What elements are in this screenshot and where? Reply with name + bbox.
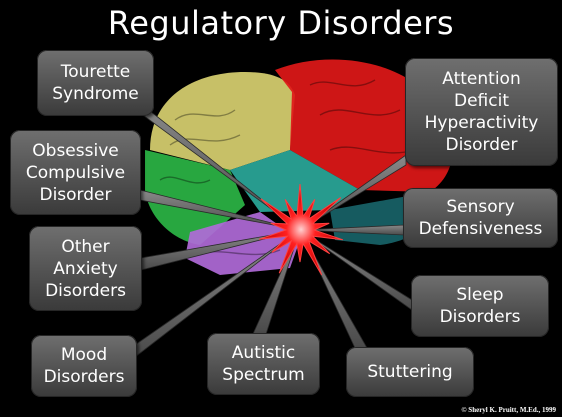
copyright-credit: © Sheryl K. Pruitt, M.Ed., 1999 — [461, 406, 556, 414]
label-stuttering: Stuttering — [346, 347, 474, 397]
label-other-anxiety-disorders: Other Anxiety Disorders — [29, 226, 142, 311]
label-mood-disorders: Mood Disorders — [31, 335, 137, 397]
label-obsessive-compulsive-disorder: Obsessive Compulsive Disorder — [10, 130, 141, 215]
label-adhd: Attention Deficit Hyperactivity Disorder — [405, 58, 558, 166]
slide-title: Regulatory Disorders — [0, 4, 562, 42]
brain-frontal-lobe — [150, 72, 295, 170]
label-sleep-disorders: Sleep Disorders — [411, 275, 549, 337]
label-tourette-syndrome: Tourette Syndrome — [37, 50, 154, 116]
label-sensory-defensiveness: Sensory Defensiveness — [403, 188, 558, 248]
label-autistic-spectrum: Autistic Spectrum — [207, 333, 320, 395]
